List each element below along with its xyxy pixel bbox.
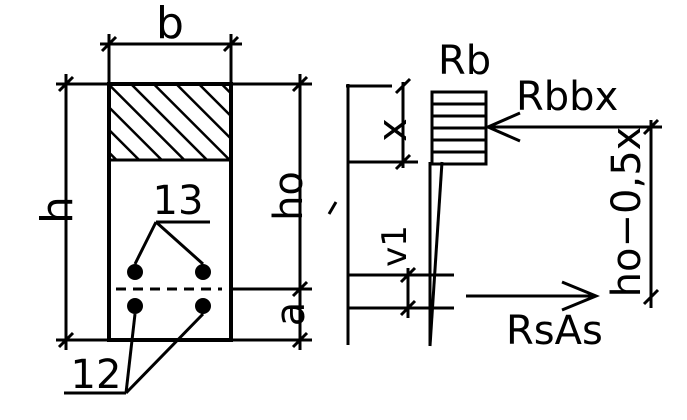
label-13: 13 <box>153 178 204 224</box>
tension-steel-lines <box>348 273 454 310</box>
leader-12 <box>64 312 205 395</box>
rebar-upper-left <box>127 264 143 280</box>
compression-stress-block <box>430 90 488 166</box>
dimension-lever-arm <box>642 118 660 308</box>
rebar-lower-right <box>195 298 211 314</box>
label-Rb-text: Rb <box>438 38 491 84</box>
label-Rbbx: Rbbx <box>516 74 618 120</box>
beam-cross-section <box>107 82 233 342</box>
label-RsAs: RsAs <box>506 308 603 354</box>
dimension-b <box>100 34 242 84</box>
label-b: b <box>156 0 184 49</box>
dimension-v1 <box>399 266 417 318</box>
label-a: a <box>268 302 314 327</box>
rebar-group <box>127 264 211 314</box>
dimension-h0 <box>231 74 312 350</box>
label-h0-minus-0.5x: ho−0,5x <box>604 127 650 298</box>
stray-mark <box>327 201 338 215</box>
section-outline <box>107 82 233 342</box>
label-12: 12 <box>71 352 122 398</box>
arrow-RsAs <box>466 280 600 312</box>
dimension-x <box>394 77 412 171</box>
stress-diagram-frame <box>346 84 444 347</box>
label-x: x <box>370 118 416 142</box>
label-v1: v1 <box>375 225 415 267</box>
label-h0: ho <box>266 171 312 221</box>
label-h: h <box>32 196 83 224</box>
rebar-lower-left <box>127 298 143 314</box>
rebar-upper-right <box>195 264 211 280</box>
label-Rb: Rb <box>438 38 491 84</box>
leader-13 <box>133 220 210 266</box>
arrow-Rbbx <box>484 111 662 143</box>
compression-zone-hatch <box>111 86 229 160</box>
dimension-h <box>56 74 109 350</box>
